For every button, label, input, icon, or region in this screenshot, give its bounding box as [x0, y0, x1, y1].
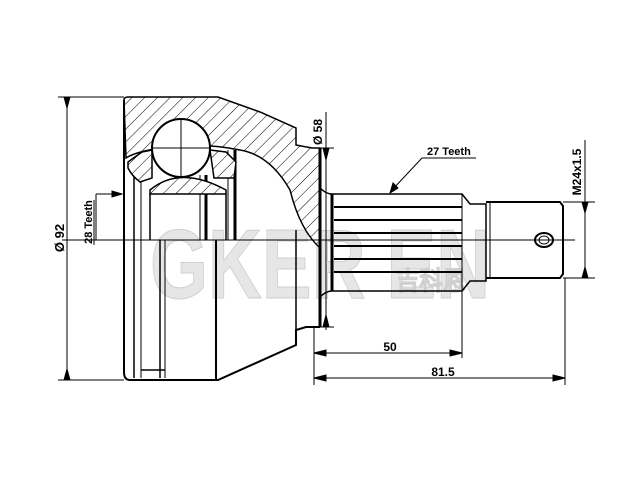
dim-outer-teeth: [389, 157, 476, 195]
label-thread: M24x1.5: [570, 148, 584, 195]
label-spline-length: 50: [383, 340, 397, 354]
label-outer-diameter: Ø 92: [52, 224, 67, 252]
dim-lengths: [313, 278, 566, 385]
label-inner-teeth: 28 Teeth: [83, 200, 95, 244]
label-outer-teeth: 27 Teeth: [427, 146, 471, 158]
dim-shaft-diameter: [320, 112, 334, 330]
dim-thread: [563, 140, 595, 279]
inner-race: [149, 176, 227, 195]
label-shaft-diameter: Ø 58: [311, 119, 325, 145]
dim-outer-diameter: [58, 96, 124, 381]
dim-inner-teeth: [93, 190, 124, 245]
ball-cage: [127, 118, 237, 240]
label-total-length: 81.5: [431, 365, 455, 379]
